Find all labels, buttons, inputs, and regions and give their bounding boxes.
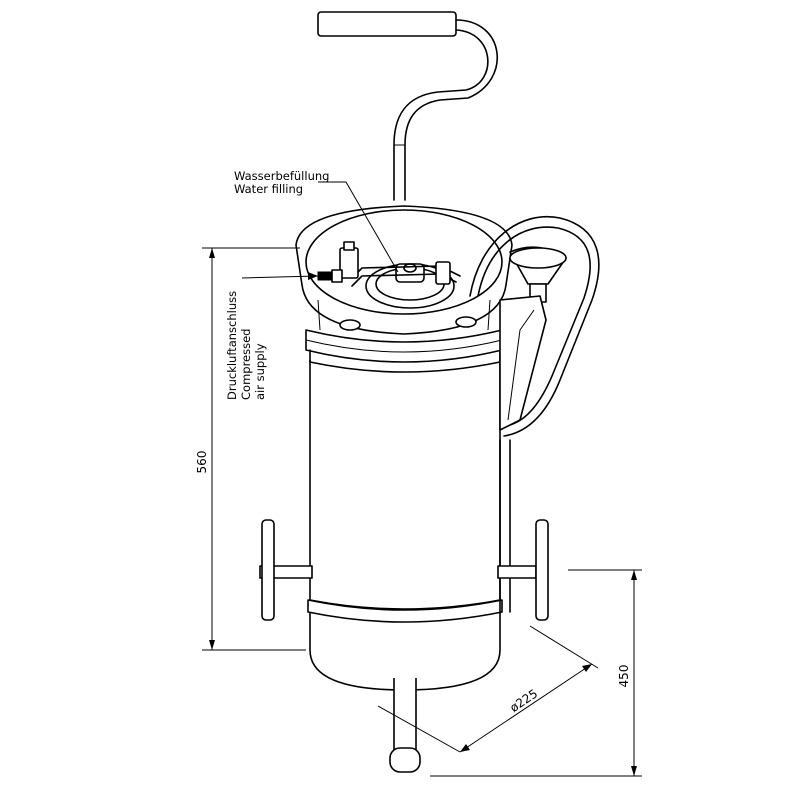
bowl-foot-right — [455, 316, 477, 328]
frame — [259, 439, 549, 773]
valve-right — [435, 261, 451, 285]
handle — [317, 11, 499, 201]
dimension-560: 560 — [195, 247, 306, 651]
tank-ring-line — [305, 339, 503, 353]
filler-cap-knob — [403, 263, 417, 273]
air-supply-de: Druckluftanschluss — [225, 291, 239, 400]
filling-assembly — [317, 241, 461, 309]
spray-gun-detail — [507, 309, 535, 421]
tank-shoulder — [309, 349, 501, 373]
wheel-right — [535, 519, 549, 621]
air-supply-leader — [241, 275, 319, 279]
front-foot-pad — [389, 747, 421, 773]
air-supply-en2: air supply — [253, 343, 267, 400]
water-filling-leader — [318, 181, 399, 273]
dim-diameter-label: ø225 — [507, 686, 540, 715]
air-connector — [317, 271, 333, 281]
valve-left-cap — [343, 241, 355, 251]
hose-inner — [477, 226, 591, 427]
wheel-left — [261, 519, 275, 621]
water-filling-de: Wasserbefüllung — [234, 169, 329, 183]
dimension-450: 450 — [430, 569, 642, 777]
axle-right — [497, 565, 537, 579]
tank-top-rim — [305, 209, 503, 315]
hose-outer — [469, 216, 600, 437]
air-supply-en1: Compressed — [239, 329, 253, 400]
valve-left-nozzle — [331, 269, 343, 283]
handle-grip — [317, 11, 457, 37]
tank-cylinder — [309, 360, 501, 610]
funnel-rim — [509, 247, 567, 269]
handle-tube-inner — [393, 29, 489, 201]
bowl-edge-left — [317, 299, 321, 331]
hose-assembly — [469, 216, 600, 437]
callout-air-supply: Druckluftanschluss Compressed air supply — [225, 272, 319, 400]
dim-450-label: 450 — [617, 665, 631, 688]
dim-560-label: 560 — [195, 451, 209, 474]
callout-water-filling: Wasserbefüllung Water filling — [234, 169, 399, 273]
bowl-foot-left — [339, 319, 361, 331]
air-supply-arrow — [308, 272, 318, 280]
water-filling-en: Water filling — [234, 182, 303, 196]
tank-base-ring — [307, 599, 503, 623]
handle-tube-outer — [404, 19, 499, 201]
spray-gun — [499, 295, 547, 431]
bowl-edge-right — [487, 299, 491, 331]
